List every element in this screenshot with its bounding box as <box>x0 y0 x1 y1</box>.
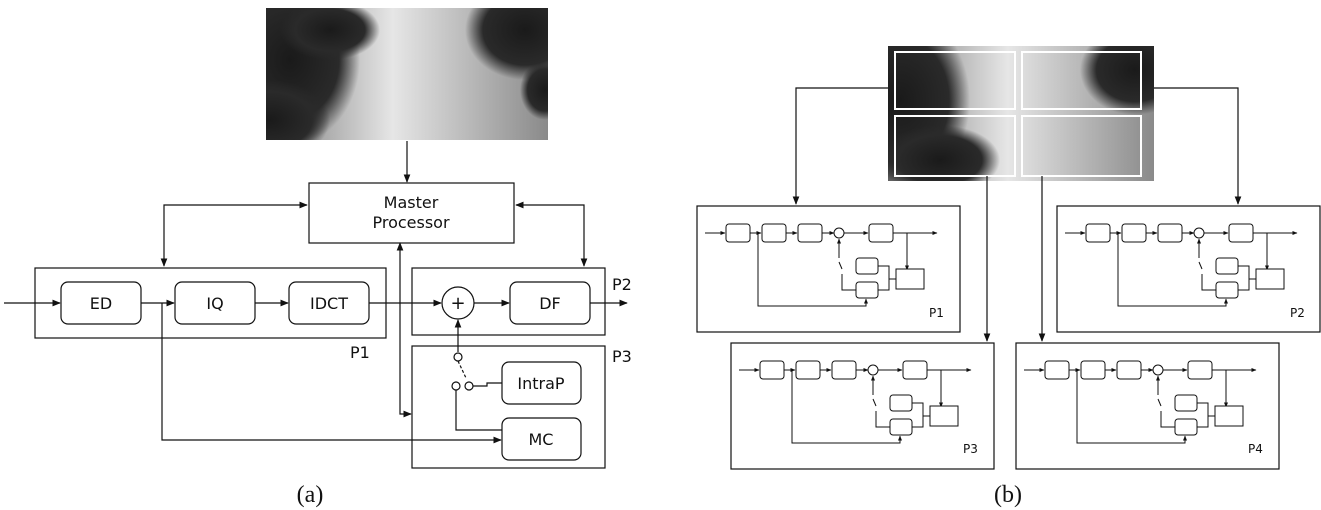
partition-p2-label-a: P2 <box>612 275 632 294</box>
partition-p2-label-b: P2 <box>1290 306 1305 320</box>
mc-block <box>501 417 582 461</box>
idct-label: IDCT <box>310 294 348 313</box>
tree-image-b <box>888 46 1154 181</box>
partition-p3-label-a: P3 <box>612 347 632 366</box>
intrap-label: IntraP <box>517 374 565 393</box>
ed-label: ED <box>90 294 112 313</box>
tree-image-a <box>266 8 548 140</box>
mini-decoder-p1 <box>696 205 961 333</box>
mc-label: MC <box>529 430 554 449</box>
tile-grid <box>894 51 1142 177</box>
iq-label: IQ <box>206 294 223 313</box>
panel-b: P1 P2 <box>696 46 1321 508</box>
caption-a: (a) <box>297 482 324 508</box>
master-label-line2: Processor <box>372 213 449 232</box>
adder-label: + <box>450 293 465 314</box>
partition-p1-label-a: P1 <box>350 343 370 362</box>
partition-p3-label-b: P3 <box>963 442 978 456</box>
mini-decoder-p4 <box>1015 342 1280 470</box>
partition-p4-label-b: P4 <box>1248 442 1263 456</box>
caption-b: (b) <box>994 482 1022 508</box>
partition-p2-a <box>411 267 606 336</box>
master-label-line1: Master <box>384 193 439 212</box>
master-processor-box <box>308 182 515 244</box>
panel-a: Master Processor P1 P2 P3 ED IQ IDCT + D… <box>4 8 632 508</box>
df-label: DF <box>539 294 561 313</box>
partition-p1-label-b: P1 <box>929 306 944 320</box>
mini-decoder-p3 <box>730 342 995 470</box>
partition-p3-a <box>411 345 606 469</box>
mini-decoder-p2 <box>1056 205 1321 333</box>
